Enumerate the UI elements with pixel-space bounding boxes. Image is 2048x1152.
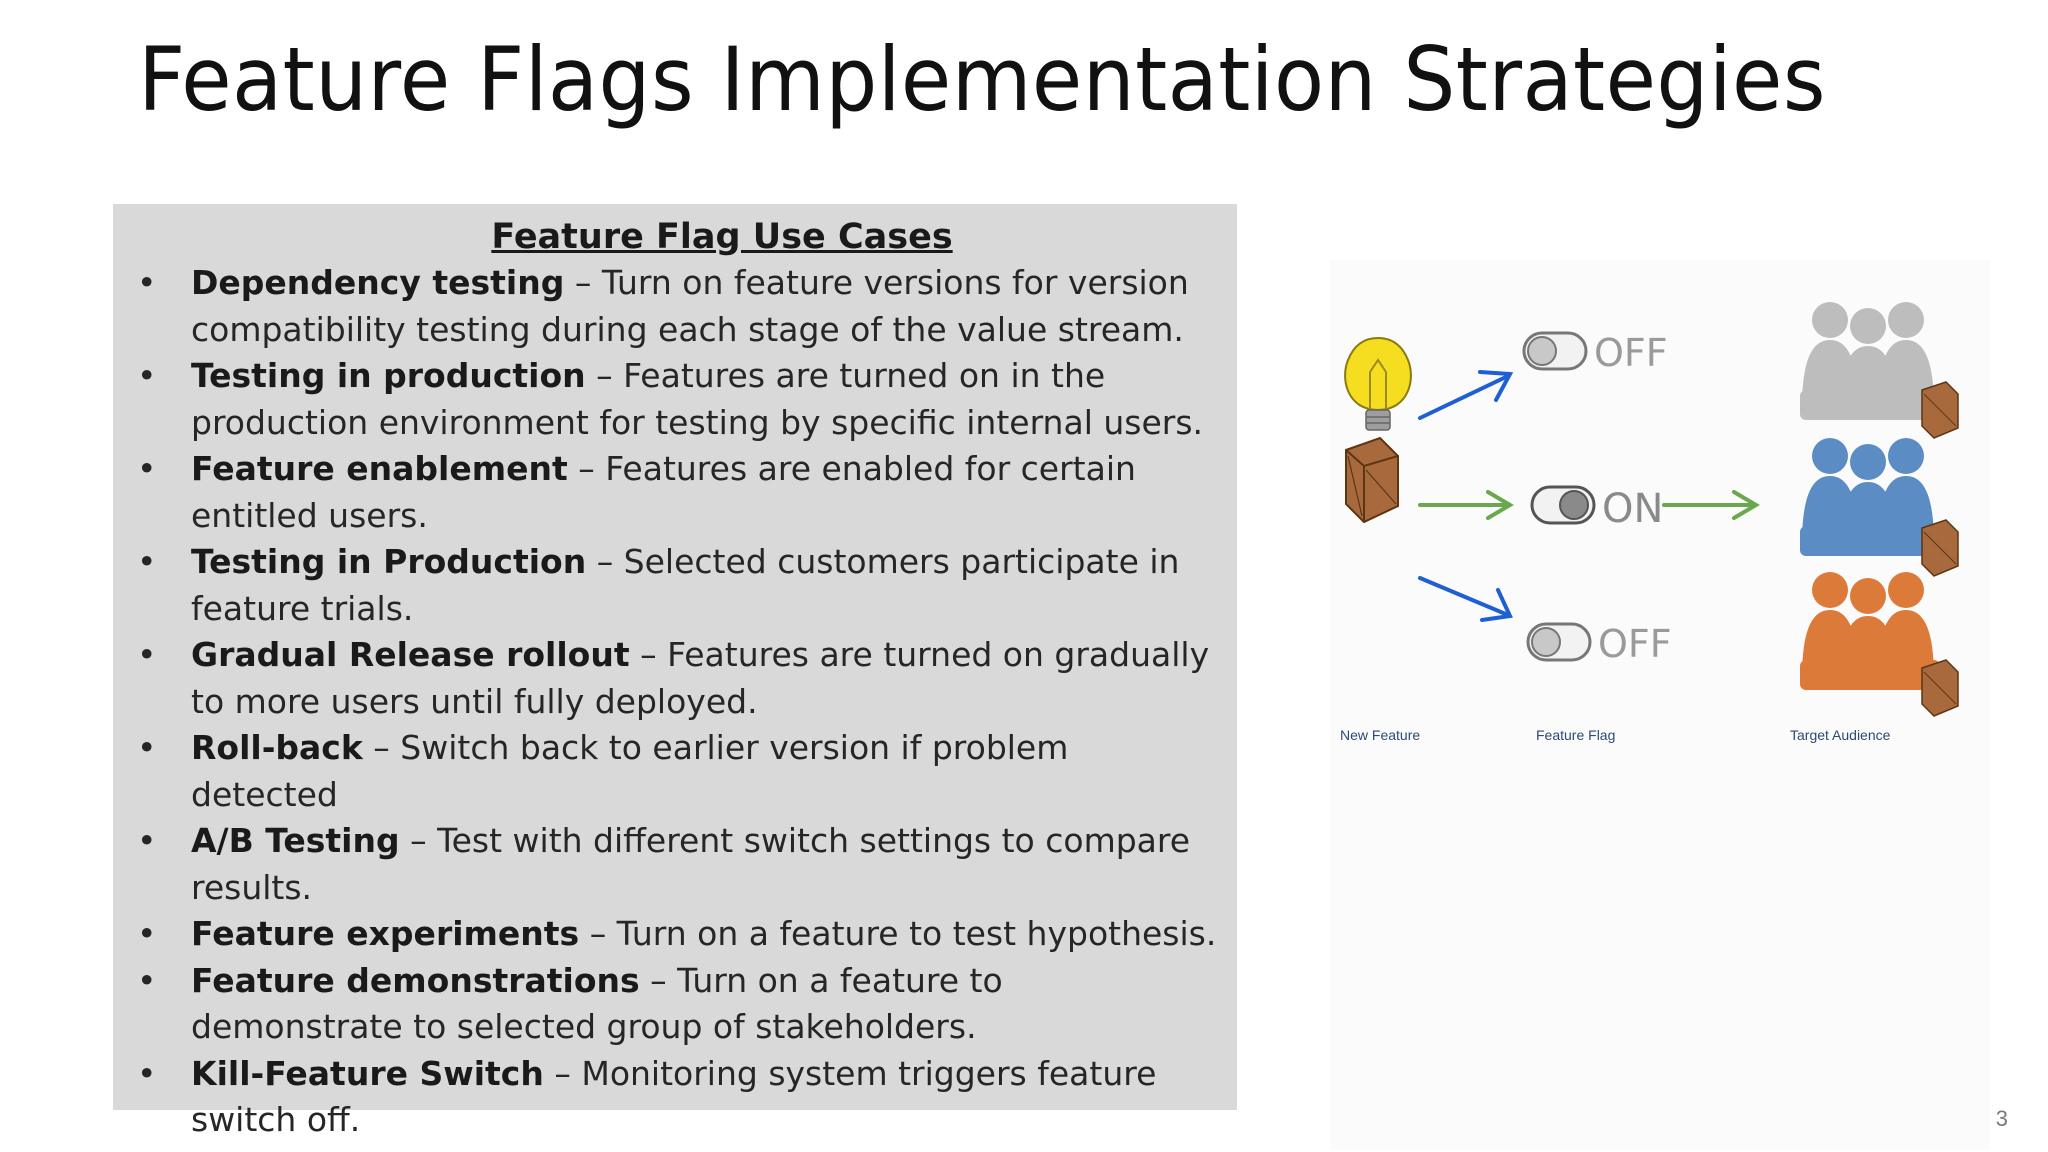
use-case-description: – Features are turned on gradually to mo… xyxy=(191,635,1210,721)
use-case-description: – Features are turned on in the producti… xyxy=(191,356,1204,442)
bullet-icon: • xyxy=(137,821,157,860)
list-item: • Roll-back – Switch back to earlier vers… xyxy=(127,725,1217,818)
use-case-term: Dependency testing xyxy=(191,263,565,302)
toggle-off-icon xyxy=(1522,331,1588,371)
use-case-term: Feature demonstrations xyxy=(191,960,640,1000)
bullet-icon: • xyxy=(137,728,157,767)
list-item: • Feature demonstrations – Turn on a feat… xyxy=(127,958,1217,1051)
use-case-description: – Monitoring system triggers feature swi… xyxy=(191,1053,1157,1140)
switch-off-label: OFF xyxy=(1598,622,1672,666)
bullet-icon: • xyxy=(137,960,157,1000)
bullet-icon: • xyxy=(137,263,157,302)
box-icon xyxy=(1921,381,1959,439)
use-case-term: Testing in production xyxy=(191,356,586,395)
use-case-description: – Turn on feature versions for version c… xyxy=(191,263,1189,349)
people-group-orange-icon xyxy=(1800,572,1940,690)
box-icon xyxy=(1345,436,1399,524)
use-case-description: – Switch back to earlier version if prob… xyxy=(191,728,1069,814)
lightbulb-icon xyxy=(1344,336,1412,431)
label-new-feature: New Feature xyxy=(1340,727,1420,743)
use-case-description: – Turn on a feature to demonstrate to se… xyxy=(191,960,1003,1047)
use-case-description: – Turn on a feature to test hypothesis. xyxy=(579,914,1217,953)
bullet-icon: • xyxy=(137,914,157,953)
toggle-on-icon xyxy=(1530,485,1596,525)
list-item: • Kill-Feature Switch – Monitoring system… xyxy=(127,1051,1217,1144)
list-item: • Testing in Production – Selected custom… xyxy=(127,539,1217,632)
arrow-right-icon xyxy=(1418,490,1514,520)
use-cases-list: • Dependency testing – Turn on feature ve… xyxy=(127,260,1217,1144)
list-item: • Gradual Release rollout – Features are … xyxy=(127,632,1217,725)
bullet-icon: • xyxy=(137,542,157,581)
bullet-icon: • xyxy=(137,449,157,488)
feature-flag-diagram: OFF ON OFF xyxy=(1330,260,1990,1150)
list-item: • Testing in production – Features are tu… xyxy=(127,353,1217,446)
list-item: • Feature enablement – Features are enabl… xyxy=(127,446,1217,539)
arrow-down-icon xyxy=(1418,576,1513,622)
list-item: • Feature experiments – Turn on a feature… xyxy=(127,911,1217,958)
bullet-icon: • xyxy=(137,1053,157,1093)
use-cases-heading: Feature Flag Use Cases xyxy=(491,217,953,257)
page-number: 3 xyxy=(1995,1106,2008,1131)
use-case-term: Kill-Feature Switch xyxy=(191,1053,544,1093)
bullet-icon: • xyxy=(137,356,157,395)
box-icon xyxy=(1921,659,1959,717)
label-feature-flag: Feature Flag xyxy=(1536,727,1615,743)
use-case-description: – Features are enabled for certain entit… xyxy=(191,449,1136,535)
people-group-gray-icon xyxy=(1800,302,1940,420)
label-target-audience: Target Audience xyxy=(1790,727,1891,743)
box-icon xyxy=(1921,519,1959,577)
list-item: • Dependency testing – Turn on feature ve… xyxy=(127,260,1217,353)
people-group-blue-icon xyxy=(1800,438,1940,556)
toggle-off-icon xyxy=(1526,622,1592,662)
use-cases-box: Feature Flag Use Cases • Dependency testi… xyxy=(113,204,1237,1139)
slide-title: Feature Flags Implementation Strategies xyxy=(138,28,1826,131)
arrow-up-icon xyxy=(1418,370,1514,420)
switch-on-label: ON xyxy=(1602,486,1663,532)
switch-off-label: OFF xyxy=(1594,331,1668,375)
use-case-term: Gradual Release rollout xyxy=(191,635,630,674)
arrow-right-icon xyxy=(1662,490,1760,520)
use-case-description: – Test with different switch settings to… xyxy=(191,821,1191,907)
list-item: • A/B Testing – Test with different switc… xyxy=(127,818,1217,911)
bullet-icon: • xyxy=(137,635,157,674)
use-case-description: – Selected customers participate in feat… xyxy=(191,542,1180,628)
use-case-term: Testing in Production xyxy=(191,542,587,581)
use-case-term: Roll-back xyxy=(191,728,363,767)
use-case-term: Feature experiments xyxy=(191,914,580,953)
use-case-term: Feature enablement xyxy=(191,449,568,488)
use-case-term: A/B Testing xyxy=(191,821,400,860)
